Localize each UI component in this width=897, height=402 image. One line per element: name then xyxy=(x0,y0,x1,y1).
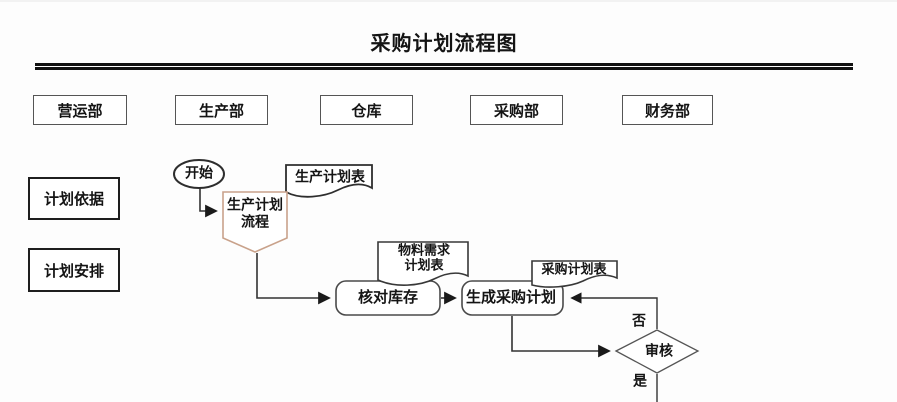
review-diamond xyxy=(614,329,700,374)
title-divider xyxy=(35,63,853,70)
production-plan-doc-shape xyxy=(285,164,373,198)
divider-line-top xyxy=(35,63,853,66)
column-header-production: 生产部 xyxy=(175,95,268,125)
connector-generate-to-review xyxy=(511,316,611,358)
connector-process-to-check-inventory xyxy=(256,253,331,305)
material-requirement-doc-shape xyxy=(377,241,469,286)
purchase-plan-doc-label: 采购计划表 xyxy=(541,262,607,278)
column-header-finance: 财务部 xyxy=(622,95,713,125)
start-oval xyxy=(173,159,225,189)
material-doc-line1: 物料需求 xyxy=(397,243,451,259)
generate-purchase-plan-box xyxy=(461,280,564,316)
process-label-line2: 流程 xyxy=(241,214,269,230)
check-inventory-label: 核对库存 xyxy=(357,288,419,307)
process-label-line1: 生产计划 xyxy=(227,197,283,214)
production-plan-doc-label: 生产计划表 xyxy=(295,169,365,186)
yes-branch-label: 是 xyxy=(633,373,647,390)
purchase-plan-doc-shape xyxy=(531,260,618,288)
phase-label-plan-arrangement: 计划安排 xyxy=(28,248,120,292)
column-header-operations: 营运部 xyxy=(33,95,127,125)
material-requirement-doc-label: 物料需求 计划表 xyxy=(398,244,450,275)
start-label: 开始 xyxy=(185,165,213,182)
column-header-purchasing: 采购部 xyxy=(470,95,563,125)
review-label: 审核 xyxy=(645,343,673,360)
generate-purchase-plan-label: 生成采购计划 xyxy=(465,288,557,307)
column-header-warehouse: 仓库 xyxy=(320,95,413,125)
divider-line-bottom xyxy=(35,67,853,70)
no-branch-label: 否 xyxy=(632,313,646,330)
production-plan-process-label: 生产计划 流程 xyxy=(227,197,283,230)
material-doc-line2: 计划表 xyxy=(404,259,444,274)
phase-label-plan-basis: 计划依据 xyxy=(28,177,120,220)
connector-review-no-to-generate xyxy=(570,292,658,329)
connector-start-to-process xyxy=(199,188,218,218)
page-title: 采购计划流程图 xyxy=(370,31,518,56)
production-plan-process-shape xyxy=(222,191,288,253)
